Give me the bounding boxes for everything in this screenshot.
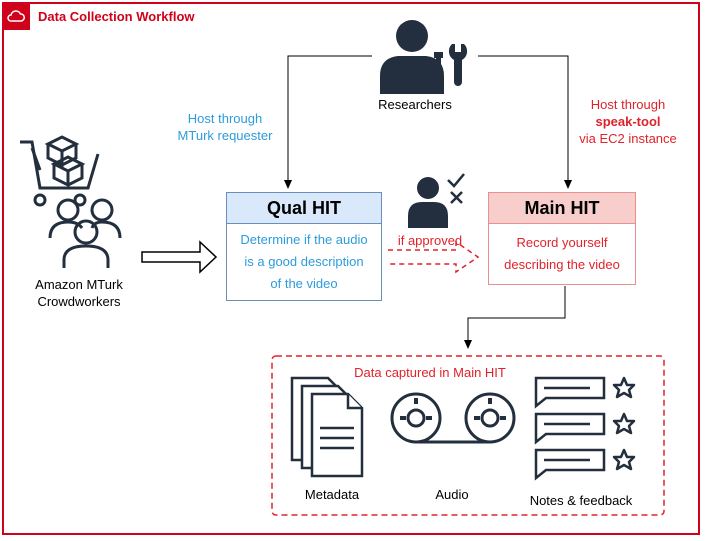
captured-container: [271, 355, 665, 516]
host-speaktool-line1: Host through: [590, 97, 666, 112]
star-icon: [612, 412, 636, 435]
arrow-crowdworkers-to-qual: [141, 240, 218, 274]
main-hit-line2: describing the video: [504, 256, 620, 272]
crowdworkers-label-line1: Amazon MTurk: [35, 277, 123, 292]
qual-hit-body: Determine if the audio is a good descrip…: [226, 223, 382, 301]
qual-hit-line3: of the video: [270, 275, 338, 291]
audio-tape-icon: [390, 392, 516, 444]
main-hit-header: Main HIT: [488, 192, 636, 224]
arrow-main-to-captured: [464, 286, 566, 349]
qual-hit-line2: is a good description: [244, 253, 364, 269]
captured-item-notes: Notes & feedback: [529, 493, 633, 508]
arrow-qual-to-main: [388, 240, 480, 274]
captured-title: Data captured in Main HIT: [354, 365, 506, 380]
x-mark-icon: [450, 191, 463, 204]
captured-item-audio: Audio: [435, 487, 469, 502]
main-hit-line1: Record yourself: [516, 234, 608, 250]
arrow-researchers-to-main: [478, 55, 572, 189]
check-icon: [447, 173, 465, 188]
host-speaktool-label: Host through speak-tool via EC2 instance: [568, 96, 688, 147]
host-mturk-line2: MTurk requester: [177, 128, 273, 143]
tools-icon: [434, 44, 468, 86]
workflow-frame: [2, 2, 700, 535]
researcher-icon: [380, 20, 468, 94]
notes-feedback-icon: [534, 376, 636, 481]
approver-icon: [408, 173, 465, 228]
host-mturk-line1: Host through: [187, 111, 263, 126]
crowdworkers-label-line2: Crowdworkers: [37, 294, 121, 309]
diagram-title: Data Collection Workflow: [38, 8, 195, 24]
star-icon: [612, 376, 636, 399]
host-speaktool-line3: via EC2 instance: [579, 131, 677, 146]
crowdworkers-label: Amazon MTurk Crowdworkers: [14, 276, 144, 310]
title-bar: Data Collection Workflow: [2, 2, 195, 30]
qual-hit-line1: Determine if the audio: [240, 231, 368, 247]
main-hit-body: Record yourself describing the video: [488, 223, 636, 285]
shopping-cart-icon: [20, 140, 100, 190]
host-speaktool-line2: speak-tool: [595, 114, 661, 129]
captured-item-metadata: Metadata: [304, 487, 360, 502]
if-approved-label: if approved: [397, 233, 463, 248]
star-icon: [612, 448, 636, 471]
main-hit-title: Main HIT: [524, 197, 600, 218]
crowdworkers-icon: [20, 135, 122, 268]
metadata-icon: [290, 376, 364, 478]
researchers-label: Researchers: [378, 97, 452, 112]
cloud-icon: [2, 2, 30, 30]
qual-hit-title: Qual HIT: [266, 197, 341, 218]
host-mturk-label: Host through MTurk requester: [160, 110, 290, 144]
qual-hit-header: Qual HIT: [226, 192, 382, 224]
arrow-researchers-to-qual: [284, 55, 372, 189]
